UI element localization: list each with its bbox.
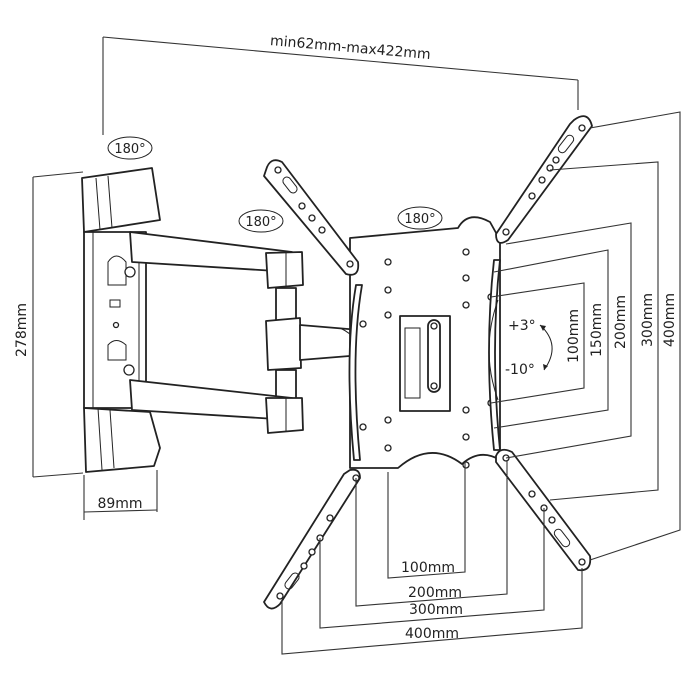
wall-height-dimension: [32, 171, 84, 478]
bracket-bottom-right: [495, 448, 592, 572]
wall-width-dimension: [83, 470, 158, 520]
wall-width-label: 89mm: [97, 496, 142, 512]
tilt-indicator: [488, 299, 553, 401]
vesa-h-300: 300mm: [409, 602, 463, 618]
lower-arm: [129, 369, 304, 434]
swivel-head-label: 180°: [404, 212, 435, 227]
vesa-v-400: 400mm: [662, 293, 678, 347]
depth-range-label: min62mm-max422mm: [269, 33, 431, 63]
tilt-down-label: -10°: [505, 362, 535, 378]
vesa-v-300: 300mm: [640, 293, 656, 347]
vesa-vertical-lines: [490, 111, 681, 561]
wall-plate: [81, 167, 161, 473]
swivel-wall: 180°: [107, 136, 153, 160]
vesa-h-100: 100mm: [401, 560, 455, 576]
bracket-top-left: [263, 159, 360, 276]
swivel-arm-label: 180°: [245, 215, 276, 230]
swivel-wall-label: 180°: [114, 142, 145, 157]
bracket-top-right: [495, 115, 593, 244]
vesa-v-200: 200mm: [613, 295, 629, 349]
swivel-head: 180°: [397, 206, 443, 230]
vesa-v-100: 100mm: [566, 309, 582, 363]
wall-height-label: 278mm: [14, 303, 30, 357]
vesa-h-200: 200mm: [408, 585, 462, 601]
vesa-h-400: 400mm: [405, 626, 459, 642]
middle-joint: [265, 317, 363, 371]
swivel-arm: 180°: [238, 209, 284, 233]
upper-arm: [129, 231, 304, 323]
depth-dimension: [102, 36, 579, 135]
bracket-bottom-left: [263, 468, 361, 610]
vesa-v-150: 150mm: [589, 303, 605, 357]
vesa-plate: [348, 216, 501, 469]
tilt-up-label: +3°: [508, 318, 536, 334]
vesa-horizontal-lines: [281, 460, 583, 655]
